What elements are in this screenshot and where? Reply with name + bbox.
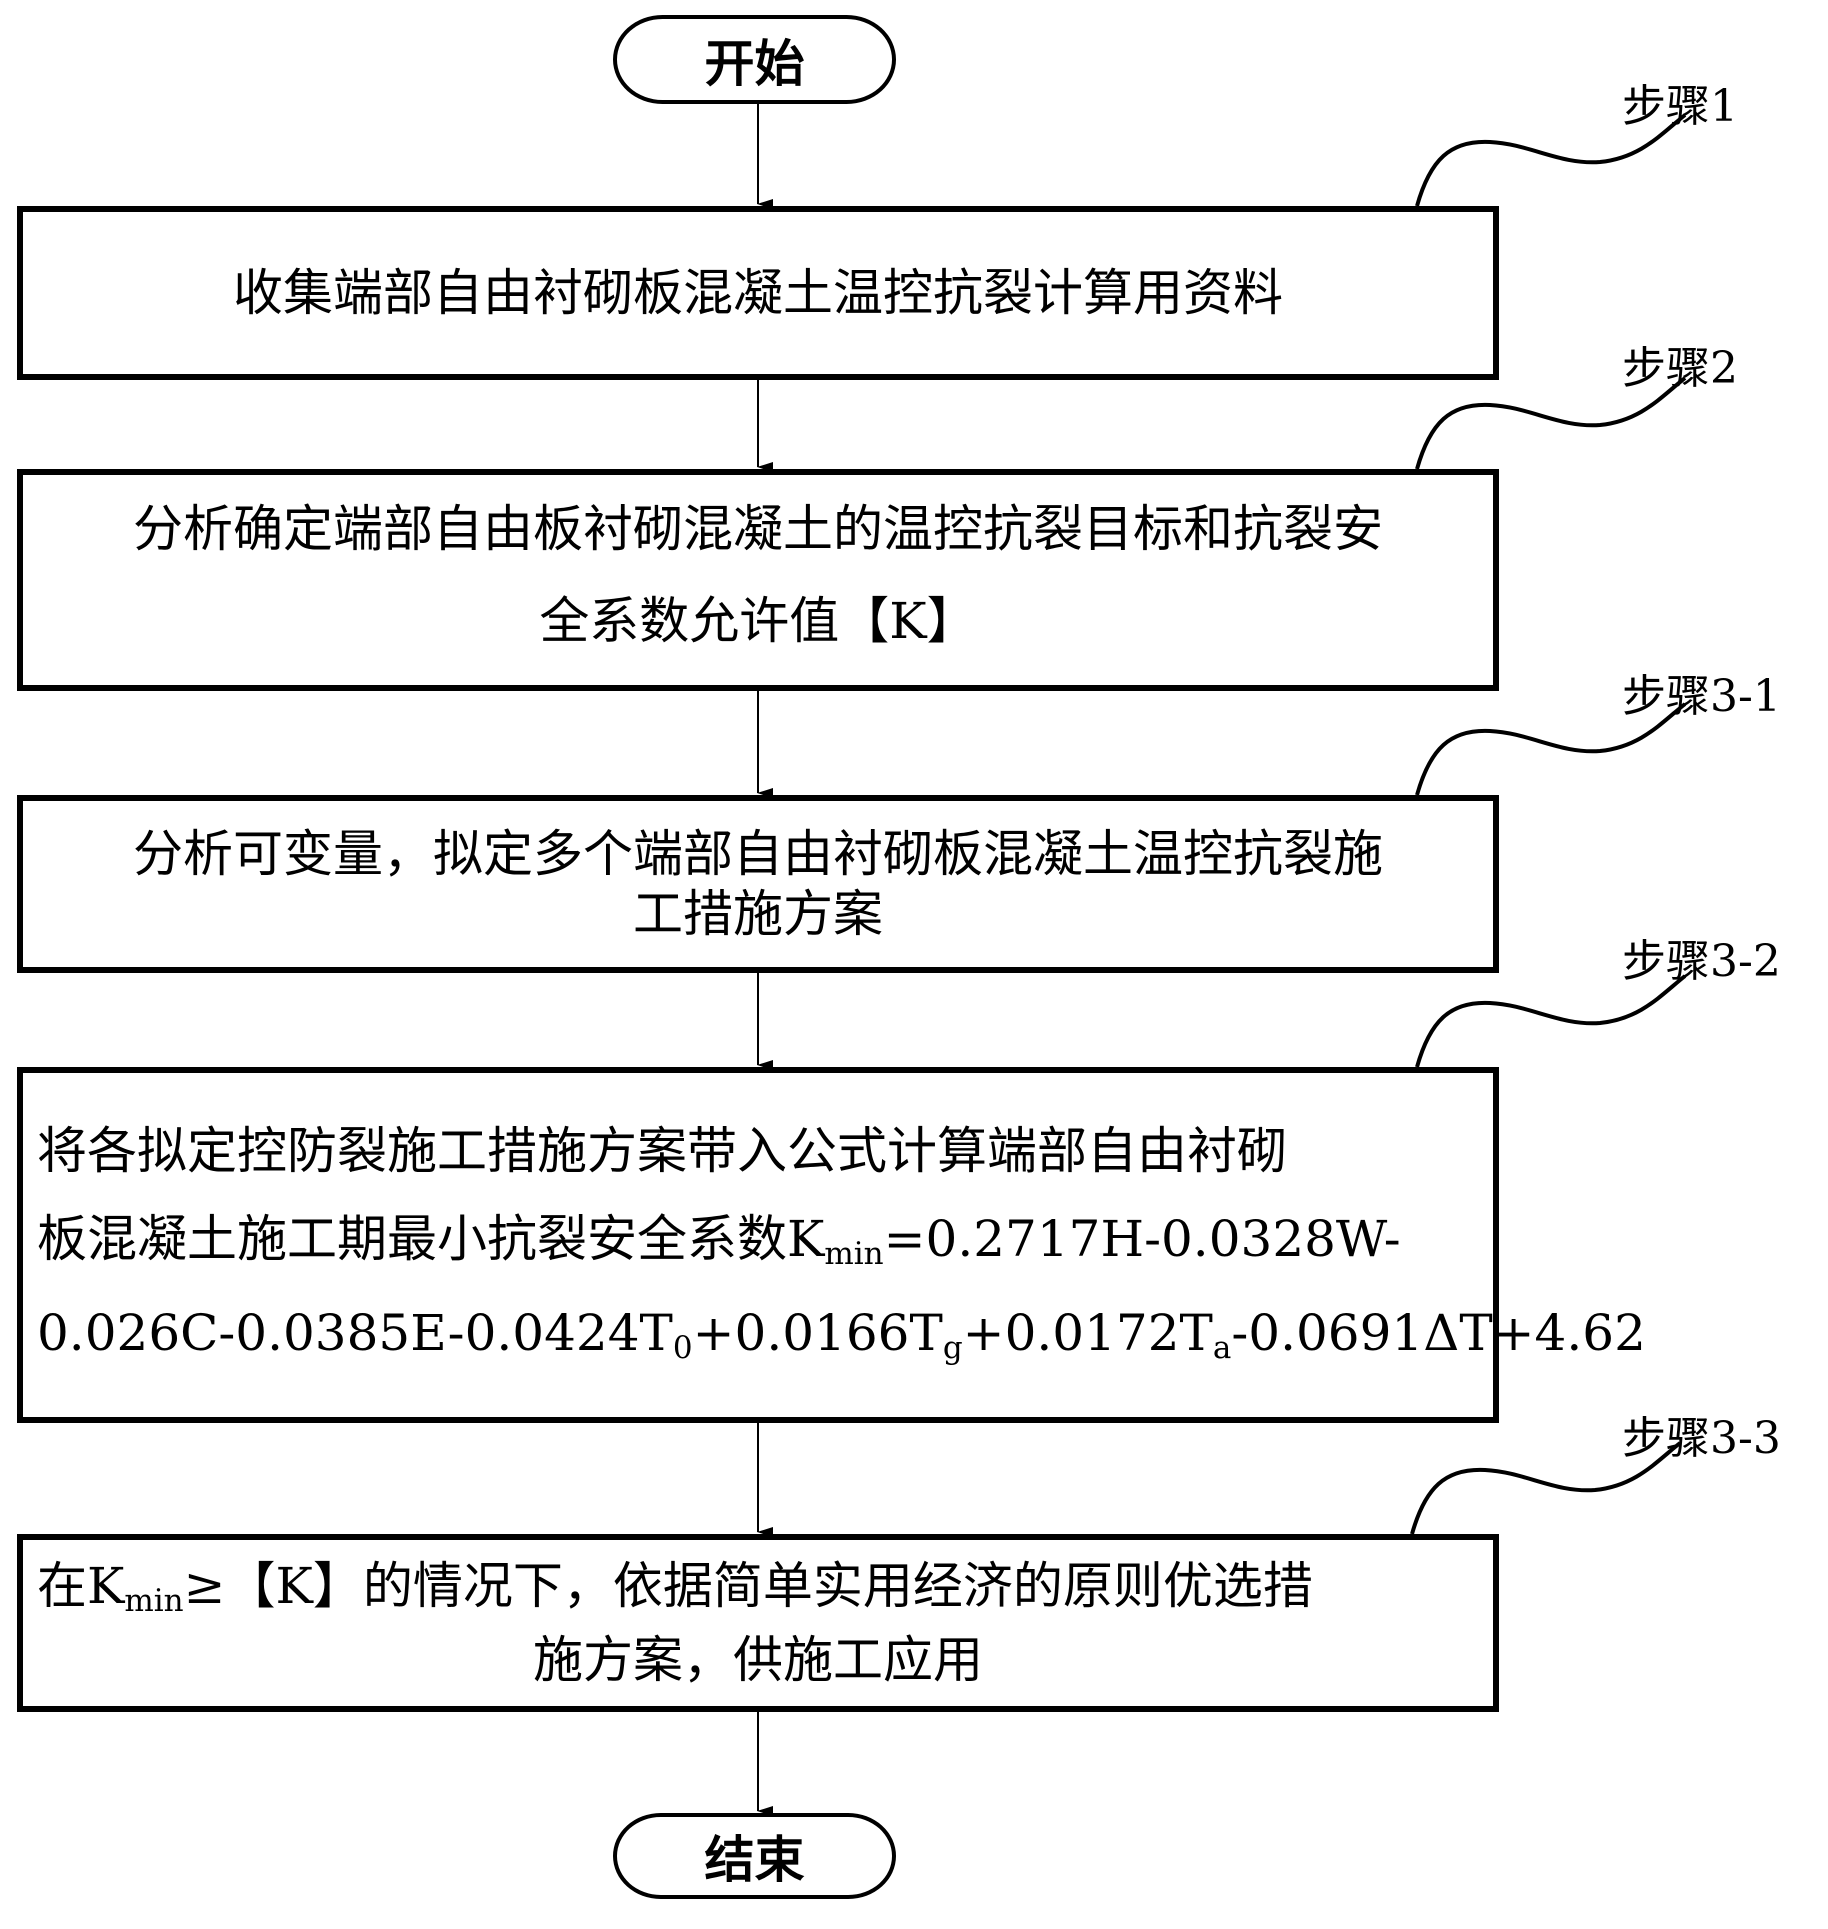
step3-1-text-line2: 工措施方案 [633, 885, 883, 943]
step3-2-box: 将各拟定控防裂施工措施方案带入公式计算端部自由衬砌 板混凝土施工期最小抗裂安全系… [17, 1067, 1646, 1423]
leader-step3-3 [1410, 1441, 1682, 1535]
step-tag-3-2: 步骤3-2 [1622, 936, 1781, 987]
step-tag-3-1: 步骤3-1 [1622, 671, 1781, 722]
step3-2-text-line3: 0.026C-0.0385E-0.0424T0+0.0166Tg+0.0172T… [23, 1308, 1646, 1366]
formula-part: +0.0172T [962, 1304, 1213, 1362]
end-label: 结束 [704, 1831, 805, 1889]
step1-text: 收集端部自由衬砌板混凝土温控抗裂计算用资料 [233, 264, 1283, 322]
leader-step1 [1415, 113, 1687, 207]
step3-1-text-line1: 分析可变量，拟定多个端部自由衬砌板混凝土温控抗裂施 [133, 825, 1383, 883]
step3-3-text-line1: 在Kmin≥【K】的情况下，依据简单实用经济的原则优选措 [23, 1561, 1493, 1617]
kmin-subscript: min [824, 1236, 884, 1272]
step3-2-text-line1: 将各拟定控防裂施工措施方案带入公式计算端部自由衬砌 [37, 1122, 1287, 1181]
leader-step3-1 [1415, 702, 1687, 796]
step-tag-3-3: 步骤3-3 [1622, 1413, 1781, 1464]
formula-subscript: a [1212, 1329, 1232, 1366]
formula-part: -0.0691ΔT+4.62 [1231, 1304, 1646, 1362]
start-label: 开始 [704, 34, 805, 93]
step3-1-box: 分析可变量，拟定多个端部自由衬砌板混凝土温控抗裂施 工措施方案 [17, 795, 1499, 973]
leader-step3-2 [1415, 974, 1687, 1068]
step-tag-2: 步骤2 [1622, 343, 1738, 394]
formula-subscript: g [942, 1329, 963, 1366]
step1-box: 收集端部自由衬砌板混凝土温控抗裂计算用资料 [17, 206, 1499, 380]
leader-step2 [1415, 376, 1687, 470]
end-terminal: 结束 [613, 1813, 896, 1899]
kmin-subscript: min [124, 1582, 184, 1619]
step3-3-text-line2: 施方案，供施工应用 [533, 1630, 983, 1689]
step3-2-text-line2: 板混凝土施工期最小抗裂安全系数Kmin=0.2717H-0.0328W- [23, 1214, 1493, 1270]
formula-part: 0.026C-0.0385E-0.0424T [37, 1304, 673, 1362]
start-terminal: 开始 [613, 15, 896, 104]
step3-3-box: 在Kmin≥【K】的情况下，依据简单实用经济的原则优选措 施方案，供施工应用 [17, 1534, 1499, 1712]
formula-subscript: 0 [672, 1329, 693, 1366]
step3-3-line1-prefix: 在K [37, 1557, 125, 1616]
step2-text-line1: 分析确定端部自由板衬砌混凝土的温控抗裂目标和抗裂安 [133, 500, 1383, 558]
step3-2-line2-suffix: =0.2717H-0.0328W- [883, 1210, 1401, 1269]
formula-part: +0.0166T [692, 1304, 943, 1362]
step3-3-line1-suffix: ≥【K】的情况下，依据简单实用经济的原则优选措 [183, 1557, 1313, 1616]
step3-2-line2-prefix: 板混凝土施工期最小抗裂安全系数K [37, 1210, 825, 1269]
step2-box: 分析确定端部自由板衬砌混凝土的温控抗裂目标和抗裂安 全系数允许值【K】 [17, 469, 1499, 691]
step-tag-1: 步骤1 [1622, 81, 1738, 132]
step2-text-line2: 全系数允许值【K】 [539, 592, 977, 650]
